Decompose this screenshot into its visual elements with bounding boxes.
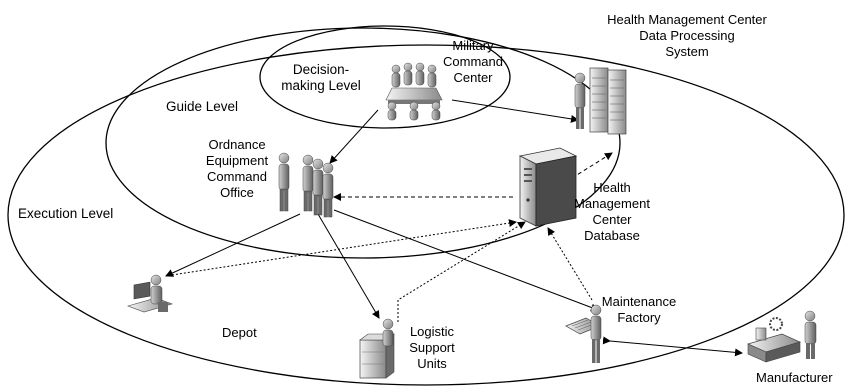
hmc-dps-line-2: Data Processing (639, 28, 735, 43)
hmc-database-label: Health Management Center Database (572, 180, 652, 244)
manufacturer-worker-icon (746, 310, 817, 363)
manufacturer-label: Manufacturer (756, 370, 833, 385)
logistic-line-2: Support (409, 340, 455, 355)
logistic-line-1: Logistic (409, 324, 455, 339)
arrow-military-to-ordnance (329, 109, 379, 164)
maintenance-technician-icon (565, 304, 602, 363)
military-line-3: Center (453, 70, 493, 85)
execution-level-label: Execution Level (18, 206, 114, 221)
hmc-db-line-2: Management (574, 196, 650, 211)
ordnance-command-office-icon (278, 152, 334, 218)
arrow-ordnance-to-depot (165, 213, 301, 277)
maintenance-line-2: Factory (617, 310, 661, 325)
maintenance-line-1: Maintenance (601, 294, 677, 309)
hmc-db-line-4: Database (584, 228, 640, 243)
arrow-maintenance-manufacturer (602, 336, 743, 357)
arrow-military-to-dps (451, 99, 579, 123)
ordnance-line-2: Equipment (205, 153, 269, 168)
military-command-center-icon (385, 62, 443, 121)
ordnance-line-3: Command (207, 169, 267, 184)
logistic-line-3: Units (417, 356, 447, 371)
hmc-db-line-1: Health (593, 180, 631, 195)
depot-label: Depot (222, 325, 257, 340)
data-processing-system-icon (574, 67, 627, 135)
ordnance-line-4: Office (220, 185, 254, 200)
military-line-1: Military (452, 38, 494, 53)
military-line-2: Command (443, 54, 503, 69)
decision-level-line-2: making Level (281, 78, 361, 93)
guide-level-label: Guide Level (166, 99, 239, 114)
arrow-db-to-dps (571, 152, 613, 179)
hmc-dps-line-1: Health Management Center (607, 12, 767, 27)
hmc-data-processing-label: Health Management Center Data Processing… (580, 12, 794, 60)
military-command-label: Military Command Center (438, 38, 508, 86)
maintenance-factory-label: Maintenance Factory (596, 294, 682, 326)
guide-level-ellipse (105, 27, 621, 259)
arrow-ordnance-to-maintenance (333, 209, 599, 312)
decision-level-ellipse (259, 25, 511, 129)
logistic-support-label: Logistic Support Units (402, 324, 462, 372)
database-server-icon (518, 147, 578, 227)
arrow-logistic-to-db (397, 221, 526, 322)
hmc-dps-line-3: System (665, 44, 709, 59)
ordnance-office-label: Ordnance Equipment Command Office (196, 137, 278, 201)
arrow-ordnance-to-logistic (317, 213, 380, 319)
connectors (165, 99, 743, 357)
hmc-db-line-3: Center (592, 212, 632, 227)
ordnance-line-1: Ordnance (208, 137, 266, 152)
execution-level-ellipse (7, 44, 845, 386)
logistic-support-icon (359, 318, 395, 379)
decision-level-line-1: Decision- (292, 62, 350, 77)
depot-icon (127, 274, 173, 313)
decision-level-label: Decision- making Level (276, 62, 366, 94)
